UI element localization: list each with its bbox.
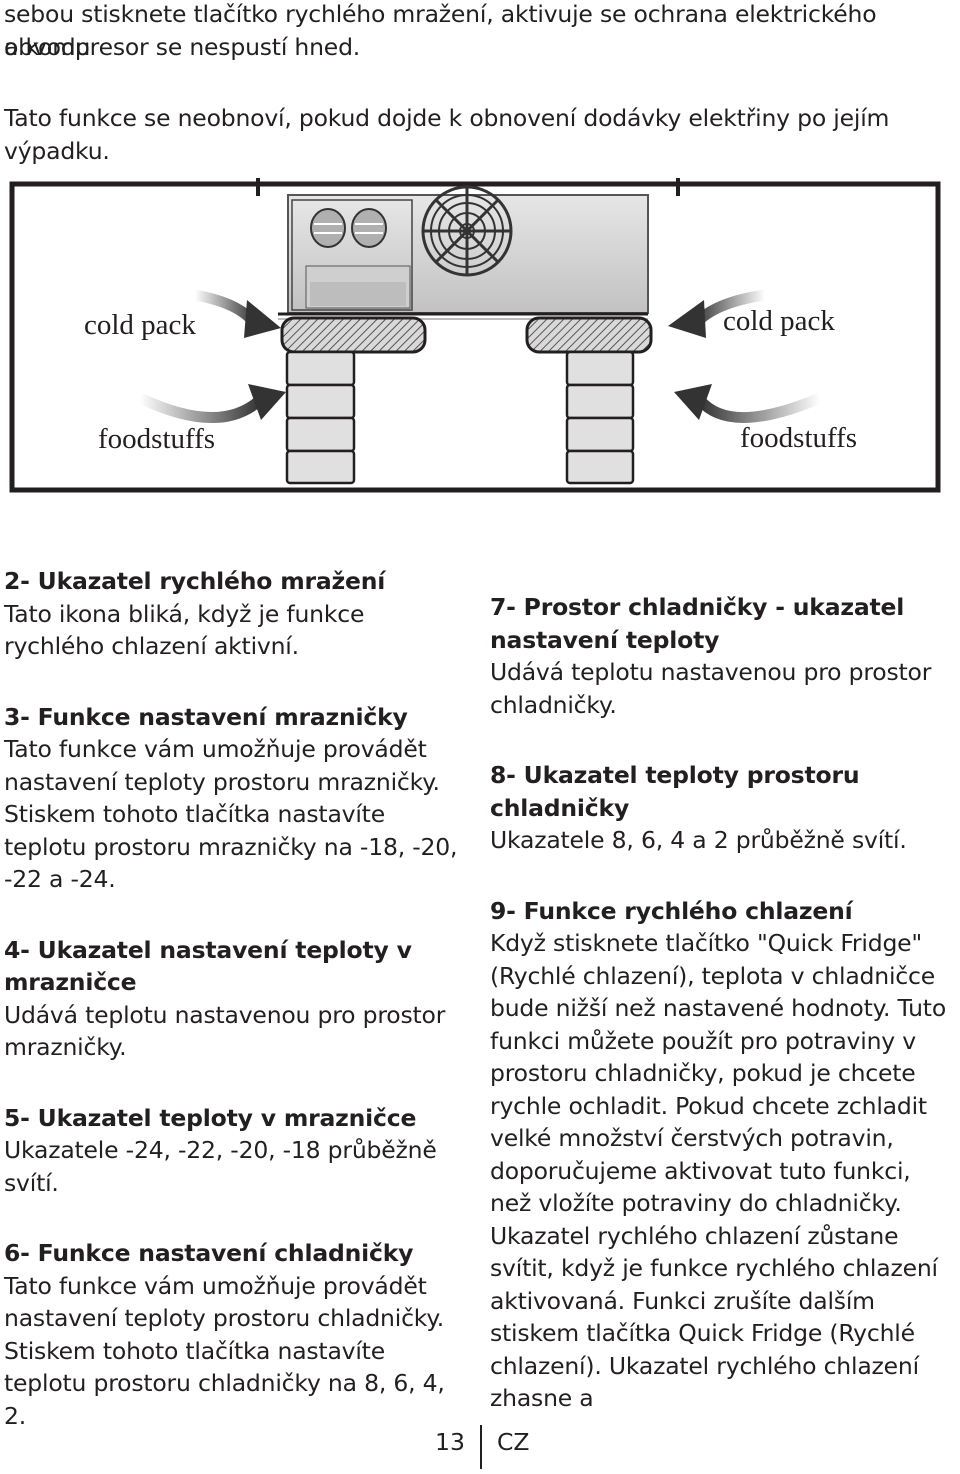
section-freezer-temperature-indicator: 5- Ukazatel teploty v mrazničce Ukazatel…: [4, 1102, 459, 1200]
foodstuff-stack-left: [285, 350, 356, 485]
airflow-arrow-icon: [695, 392, 823, 423]
cold-pack-label: cold pack: [723, 305, 835, 337]
cold-pack: [280, 316, 427, 354]
foodstuffs-label: foodstuffs: [740, 422, 857, 454]
section-body: Udává teplotu nastavenou pro prostor mra…: [4, 1000, 446, 1062]
section-body: Ukazatele 8, 6, 4 a 2 průběžně svítí.: [490, 826, 907, 854]
indicator-lamp: [351, 208, 387, 248]
section-heading: 3- Funkce nastavení mrazničky: [4, 702, 408, 731]
freezer-compartment-outline: [9, 181, 941, 493]
section-fridge-setting-function: 6- Funkce nastavení chladničky Tato funk…: [4, 1237, 459, 1432]
intro-line: sebou stisknete tlačítko rychlého mražen…: [4, 0, 877, 61]
cold-pack-label: cold pack: [84, 309, 196, 341]
section-fridge-temperature-indicator: 8- Ukazatel teploty prostoru chladničky …: [490, 759, 958, 857]
cold-pack: [525, 316, 653, 354]
section-body: Tato ikona bliká, když je funkce rychléh…: [4, 599, 365, 661]
section-heading: 4- Ukazatel nastavení teploty v mrazničc…: [4, 935, 412, 997]
section-heading: 7- Prostor chladničky - ukazatel nastave…: [490, 593, 905, 654]
section-heading: 5- Ukazatel teploty v mrazničce: [4, 1103, 417, 1132]
section-body: Udává teplotu nastavenou pro prostor chl…: [490, 658, 932, 719]
left-column: 2- Ukazatel rychlého mražení Tato ikona …: [4, 565, 459, 1432]
section-fridge-setting-indicator: 7- Prostor chladničky - ukazatel nastave…: [490, 591, 958, 721]
foodstuffs-label: foodstuffs: [98, 423, 215, 455]
fan-icon: [421, 185, 513, 277]
section-freezer-setting-indicator: 4- Ukazatel nastavení teploty v mrazničc…: [4, 934, 459, 1064]
intro-line: výpadku.: [4, 137, 110, 165]
intro-line: a kompresor se nespustí hned.: [4, 33, 361, 61]
footer-divider: [480, 1425, 482, 1469]
section-heading: 6- Funkce nastavení chladničky: [4, 1239, 414, 1267]
section-body: Tato funkce vám umožňuje provádět nastav…: [4, 1271, 445, 1430]
section-quick-freeze-indicator: 2- Ukazatel rychlého mražení Tato ikona …: [4, 565, 459, 663]
freezer-airflow-diagram: cold pack cold pack foodstuffs foodstuff…: [9, 178, 941, 493]
intro-line: Tato funkce se neobnoví, pokud dojde k o…: [4, 104, 890, 132]
section-heading: 9- Funkce rychlého chlazení: [490, 896, 853, 925]
section-body: Ukazatele -24, -22, -20, -18 průběžně sv…: [4, 1136, 437, 1197]
section-freezer-setting-function: 3- Funkce nastavení mrazničky Tato funkc…: [4, 701, 459, 896]
section-heading: 2- Ukazatel rychlého mražení: [4, 567, 386, 595]
airflow-arrow-icon: [137, 393, 264, 423]
section-quick-fridge-function: 9- Funkce rychlého chlazení Když stiskne…: [490, 895, 958, 1415]
section-heading: 8- Ukazatel teploty prostoru chladničky: [490, 761, 860, 822]
right-column: 7- Prostor chladničky - ukazatel nastave…: [490, 591, 958, 1415]
indicator-lamp: [310, 208, 346, 248]
section-body: Tato funkce vám umožňuje provádět nastav…: [4, 735, 458, 893]
page-number: 13: [435, 1428, 465, 1456]
foodstuff-stack-right: [565, 350, 635, 485]
section-body: Když stisknete tlačítko "Quick Fridge" (…: [490, 929, 946, 1412]
language-code: CZ: [497, 1428, 530, 1456]
